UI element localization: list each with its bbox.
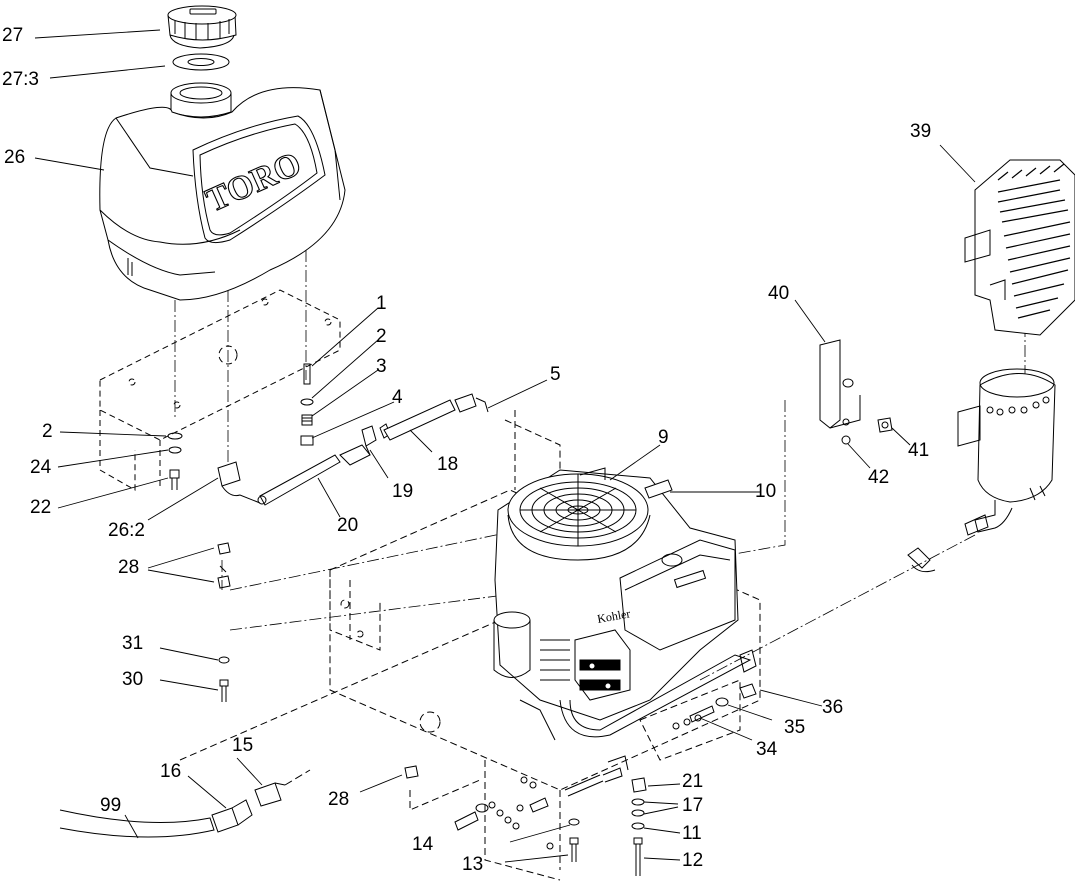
washer-14b — [568, 818, 580, 826]
callout-42: 42 — [868, 467, 890, 488]
cap-gasket — [172, 53, 230, 71]
callout-35: 35 — [784, 717, 806, 738]
fuel-hose-20 — [257, 454, 341, 506]
callout-27: 27 — [2, 25, 24, 46]
callout-18: 18 — [437, 454, 459, 475]
callout-10: 10 — [755, 481, 777, 502]
callout-22: 22 — [30, 497, 52, 518]
fuel-line-99 — [59, 809, 215, 838]
engine-brand-text: Kohler — [596, 606, 631, 626]
bolt-22 — [169, 469, 180, 490]
bolt-42 — [841, 435, 851, 445]
callout-5: 5 — [550, 364, 561, 385]
callout-16: 16 — [160, 761, 182, 782]
bolt-14 — [454, 755, 629, 831]
washer-17a — [631, 798, 645, 806]
leader-lines — [34, 29, 976, 863]
callout-12: 12 — [682, 850, 704, 871]
nut-4 — [300, 435, 314, 446]
bolt-12 — [633, 837, 643, 876]
callout-21: 21 — [682, 771, 704, 792]
callout-3: 3 — [376, 356, 387, 377]
washer-2a — [300, 398, 314, 406]
callout-39: 39 — [910, 121, 932, 142]
washer-31 — [218, 656, 230, 664]
callout-15: 15 — [232, 735, 254, 756]
callout-9: 9 — [658, 427, 669, 448]
callout-26-2: 26:2 — [108, 520, 145, 541]
lock-washer-24 — [168, 446, 182, 454]
callout-1: 1 — [376, 293, 387, 314]
nut-41 — [877, 417, 893, 433]
nut-21 — [631, 777, 647, 793]
callout-2-lower: 2 — [42, 421, 53, 442]
callout-2-upper: 2 — [376, 326, 387, 347]
frame-holes — [488, 714, 702, 850]
callout-17: 17 — [682, 795, 704, 816]
bolt-13 — [569, 837, 579, 862]
washer-11 — [631, 822, 645, 830]
callout-36: 36 — [822, 697, 844, 718]
fuel-filter-5 — [454, 393, 489, 413]
callout-20: 20 — [337, 515, 359, 536]
callout-13: 13 — [462, 854, 484, 875]
callout-27-3: 27:3 — [2, 69, 39, 90]
callout-99: 99 — [100, 795, 122, 816]
bolt-34 — [689, 705, 715, 723]
callout-4: 4 — [392, 387, 403, 408]
muffler-bracket — [819, 339, 861, 429]
engine: Kohler — [493, 467, 757, 741]
nut-36 — [739, 683, 757, 699]
callout-26: 26 — [4, 147, 26, 168]
shutoff-valve-19 — [339, 423, 391, 466]
fuel-tank-bracket — [99, 289, 341, 491]
nut-28a — [217, 542, 231, 589]
bolt-30 — [219, 679, 229, 702]
callout-31: 31 — [122, 633, 144, 654]
fuel-tank: TORO — [99, 82, 346, 301]
fuel-cap — [167, 5, 237, 49]
washer-17b — [631, 809, 645, 817]
callout-11: 11 — [682, 823, 702, 844]
frame-deck — [179, 410, 761, 881]
tank-grommet — [217, 461, 261, 504]
fuel-hose-18 — [383, 399, 456, 441]
muffler — [957, 368, 1056, 536]
spacer-3 — [301, 414, 313, 426]
callout-41: 41 — [908, 440, 930, 461]
callout-28-lower: 28 — [328, 789, 350, 810]
fitting-16 — [211, 799, 253, 833]
callout-14: 14 — [412, 834, 434, 855]
callout-40: 40 — [768, 283, 790, 304]
washer-35 — [715, 697, 729, 707]
callout-24: 24 — [30, 457, 52, 478]
fitting-15 — [254, 782, 286, 807]
engine-screen — [964, 159, 1075, 336]
callout-28-upper: 28 — [118, 557, 140, 578]
callout-34: 34 — [756, 739, 778, 760]
decal-10 — [644, 479, 673, 499]
nut-28b — [404, 765, 419, 779]
pipe-clamp — [907, 547, 936, 573]
callout-30: 30 — [122, 669, 144, 690]
callout-19: 19 — [392, 481, 414, 502]
stud-1 — [303, 363, 311, 385]
washer-2b — [167, 432, 183, 440]
